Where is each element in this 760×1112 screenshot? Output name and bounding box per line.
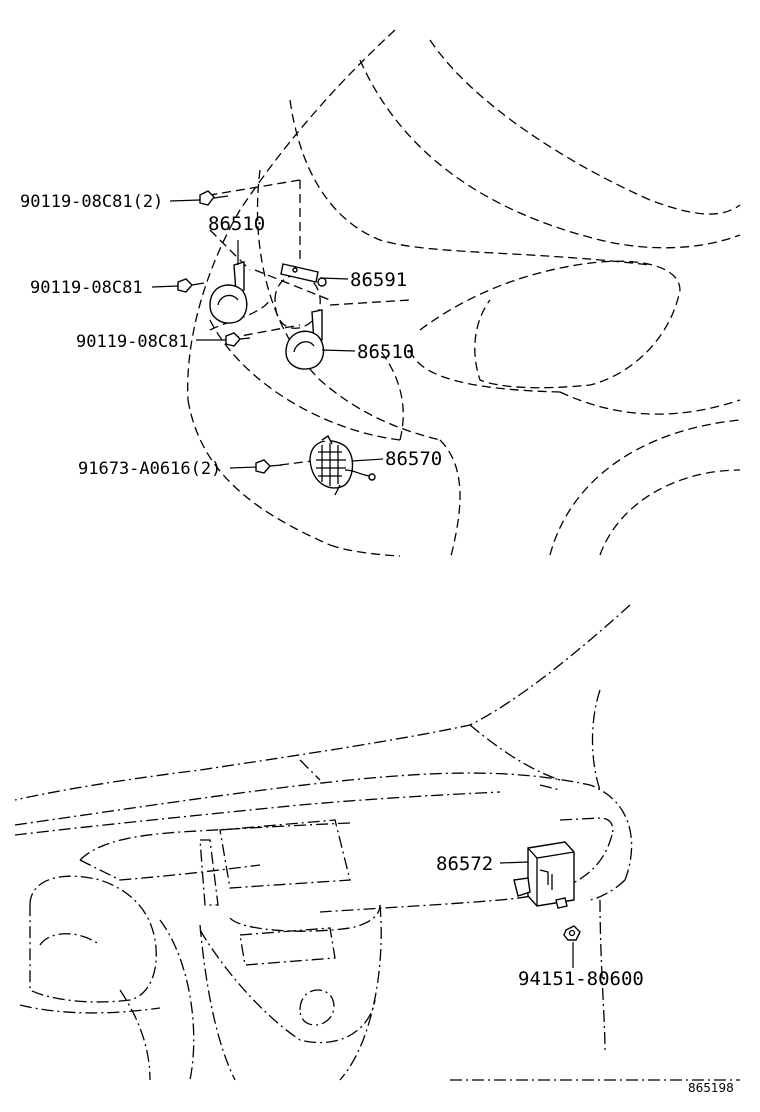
nut-icon xyxy=(563,925,581,941)
screw-icon xyxy=(255,459,283,474)
part-label-speaker: 86570 xyxy=(385,448,442,470)
part-label-bolt-mid: 90119-08C81 xyxy=(30,278,143,298)
horn-icon xyxy=(285,309,325,370)
diagram-reference-number: 865198 xyxy=(688,1081,734,1095)
part-label-screw: 91673-A0616(2) xyxy=(78,459,221,479)
part-label-bolt-top: 90119-08C81(2) xyxy=(20,192,163,212)
bolt-icon xyxy=(225,332,251,347)
part-label-nut: 94151-80600 xyxy=(518,968,644,990)
horn-icon xyxy=(209,261,248,324)
part-label-bracket: 86591 xyxy=(350,269,407,291)
bracket-icon xyxy=(280,263,327,287)
bolt-icon xyxy=(199,190,229,206)
part-label-bolt-low: 90119-08C81 xyxy=(76,332,189,352)
part-label-horn-upper: 86510 xyxy=(208,213,265,235)
part-label-horn-lower: 86510 xyxy=(357,341,414,363)
instrument-panel-outline xyxy=(14,604,740,1081)
vehicle-front-outline xyxy=(187,29,741,561)
bolt-icon xyxy=(177,278,205,293)
module-icon xyxy=(513,841,575,909)
speaker-icon xyxy=(309,434,376,496)
part-label-module: 86572 xyxy=(436,853,493,875)
